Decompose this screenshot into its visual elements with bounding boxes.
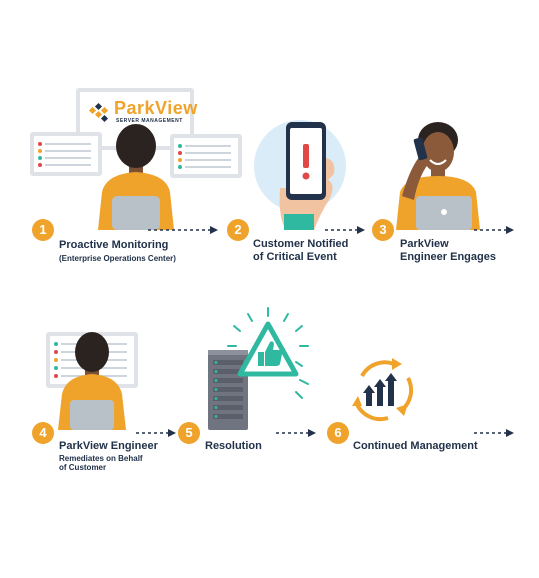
step-5-title: Resolution — [205, 440, 262, 452]
step-4-subtitle: Remediates on Behalf — [59, 454, 143, 463]
step-4-subtitle-line2: of Customer — [59, 463, 107, 472]
step-6-number: 6 — [327, 422, 349, 444]
growth-cycle-icon — [352, 358, 414, 422]
step-3-number: 3 — [372, 219, 394, 241]
step-3-arrow-icon — [474, 226, 514, 234]
step-6-arrow-icon — [474, 429, 514, 437]
step-1-arrow-icon — [148, 226, 218, 234]
step-2-arrow-icon — [325, 226, 365, 234]
step-4-arrow-icon — [136, 429, 176, 437]
step-1-number: 1 — [32, 219, 54, 241]
step-1-title: Proactive Monitoring — [59, 239, 169, 251]
step-3-title-line2: Engineer Engages — [400, 251, 496, 263]
brand-name: ParkView — [114, 98, 198, 118]
step-5-arrow-icon — [276, 429, 316, 437]
engineer-monitoring-icon — [30, 88, 242, 230]
engineer-phone-icon — [396, 122, 480, 230]
engineer-remediates-icon — [46, 332, 138, 430]
step-4-number: 4 — [32, 422, 54, 444]
step-4-title: ParkView Engineer — [59, 440, 158, 452]
step-3-title: ParkView — [400, 238, 449, 250]
step-2-title: Customer Notified — [253, 238, 349, 250]
brand-tagline: SERVER MANAGEMENT — [116, 118, 183, 124]
phone-alert-icon — [254, 120, 346, 230]
step-5-number: 5 — [178, 422, 200, 444]
step-6-title: Continued Management — [353, 440, 478, 452]
server-thumbs-up-icon — [208, 307, 309, 430]
step-2-number: 2 — [227, 219, 249, 241]
step-1-subtitle: (Enterprise Operations Center) — [59, 254, 176, 263]
step-2-title-line2: of Critical Event — [253, 251, 337, 263]
